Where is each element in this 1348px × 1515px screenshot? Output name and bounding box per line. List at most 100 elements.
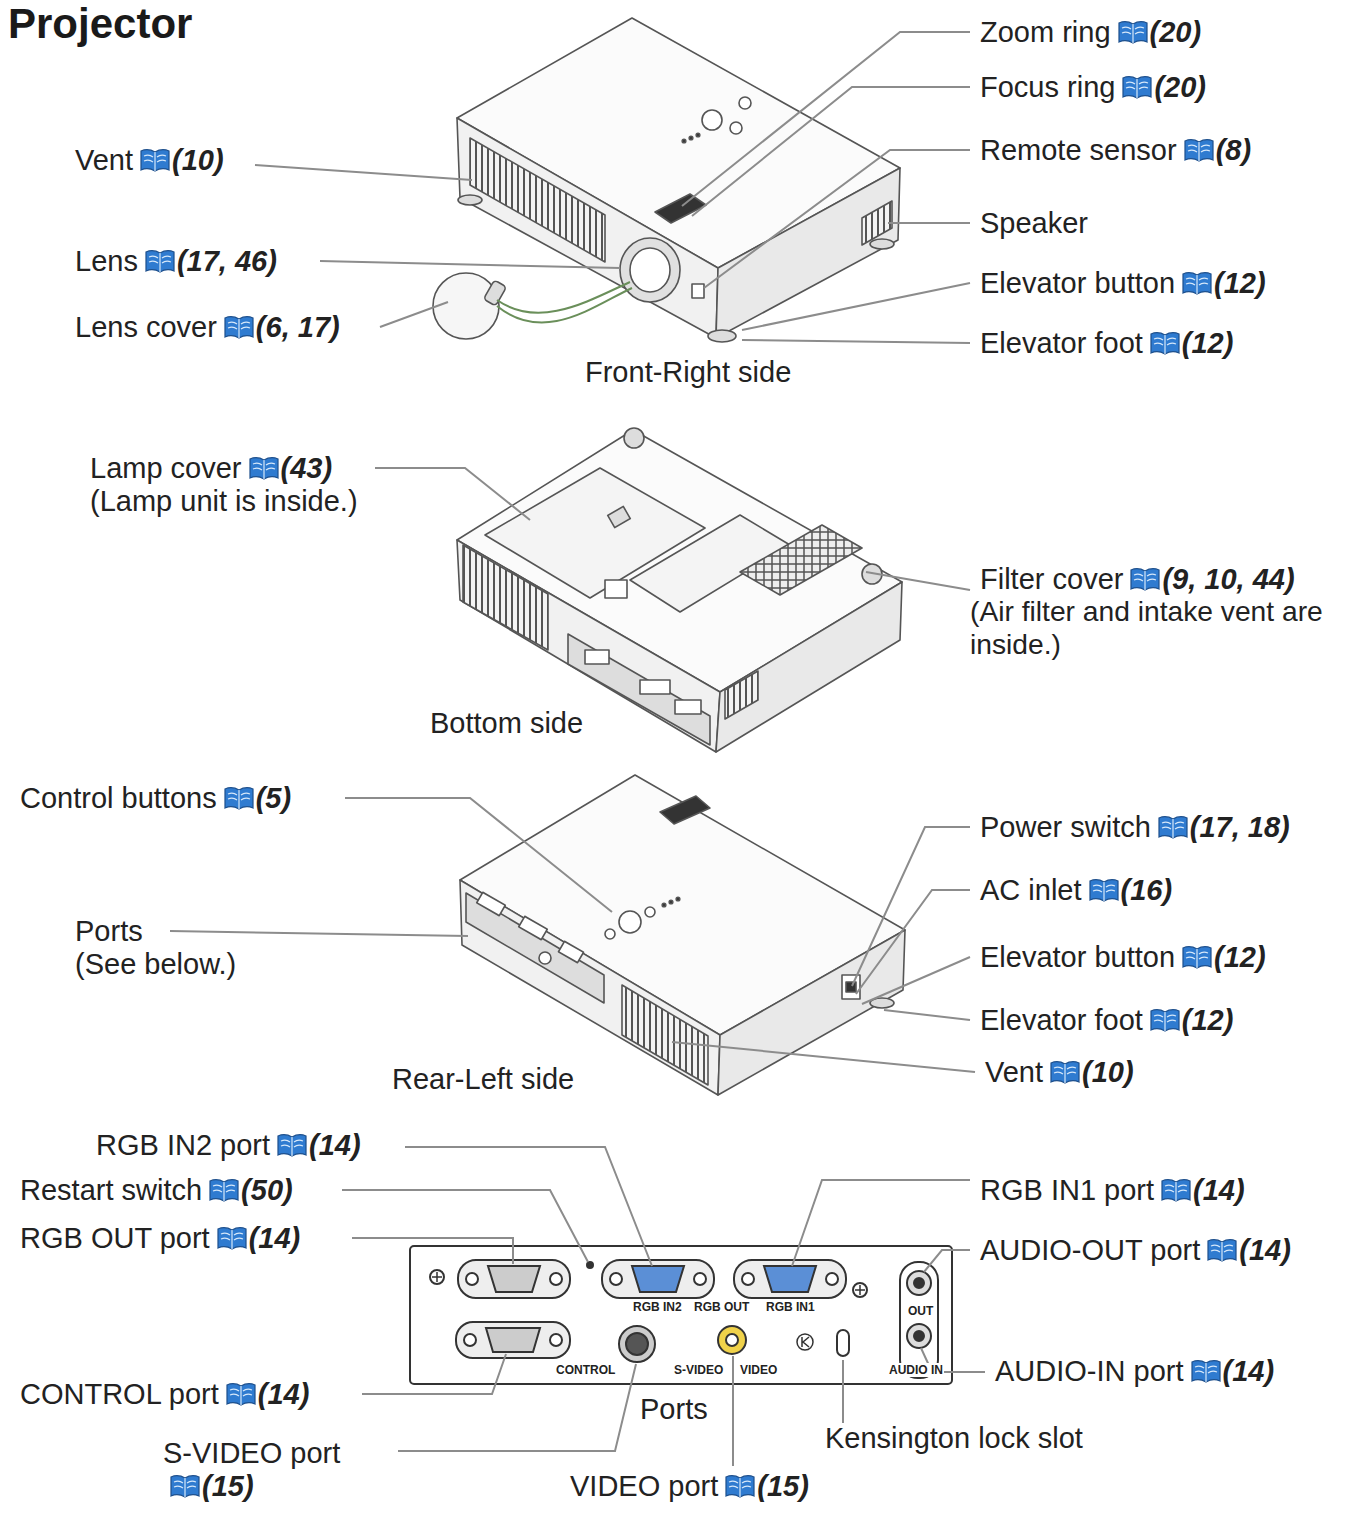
- part-name: CONTROL port: [20, 1377, 219, 1411]
- part-name: Rear-Left side: [392, 1062, 574, 1096]
- callout: Control buttons(5): [20, 781, 291, 815]
- page-reference: (20): [1150, 15, 1202, 49]
- part-name: AC inlet: [980, 873, 1082, 907]
- page-reference: (12): [1214, 266, 1266, 300]
- page-icon: [1161, 1178, 1191, 1202]
- port-label: S-VIDEO: [673, 1363, 724, 1377]
- callout: Restart switch (50): [20, 1173, 293, 1207]
- page-icon: [1184, 138, 1214, 162]
- port-name: CONTROL: [556, 1363, 615, 1377]
- port-name: RGB OUT: [694, 1300, 749, 1314]
- page-reference: (9, 10, 44): [1162, 562, 1294, 596]
- part-name: Lamp cover: [90, 451, 242, 485]
- part-name: Elevator button: [980, 940, 1175, 974]
- page-reference: (12): [1182, 1003, 1234, 1037]
- page-reference: (10): [172, 143, 224, 177]
- page-icon: [277, 1133, 307, 1157]
- page-icon: [1182, 945, 1212, 969]
- port-label: RGB IN1: [765, 1300, 816, 1314]
- page-reference: (14): [309, 1128, 361, 1162]
- callout: Bottom side: [430, 706, 583, 740]
- callout: Vent(10): [75, 143, 224, 177]
- page-icon: [209, 1178, 239, 1202]
- page-reference: (15): [757, 1469, 809, 1503]
- leader-lines: [170, 32, 985, 1466]
- part-name: Power switch: [980, 810, 1151, 844]
- port-name: RGB IN1: [766, 1300, 815, 1314]
- callout: Elevator button(12): [980, 940, 1266, 974]
- page-reference: (16): [1121, 873, 1173, 907]
- page-icon: [145, 249, 175, 273]
- page-reference: (14): [1223, 1354, 1275, 1388]
- diagram-title: Projector: [8, 0, 192, 48]
- callout: Front-Right side: [585, 355, 791, 389]
- part-name: AUDIO-OUT port: [980, 1233, 1200, 1267]
- callout: Vent(10): [985, 1055, 1134, 1089]
- page-reference: (12): [1182, 326, 1234, 360]
- port-name: RGB IN2: [633, 1300, 682, 1314]
- page-reference: (17, 46): [177, 244, 277, 278]
- callout: Ports: [640, 1392, 708, 1426]
- port-label: AUDIO IN: [888, 1363, 944, 1377]
- part-name: S-VIDEO port: [163, 1436, 340, 1470]
- page-reference: (6, 17): [256, 310, 340, 344]
- page-icon: [140, 148, 170, 172]
- port-name: OUT: [908, 1304, 933, 1318]
- part-name: Elevator button: [980, 266, 1175, 300]
- page-icon: [249, 456, 279, 480]
- part-name: Speaker: [980, 206, 1088, 240]
- bottom-view: [457, 428, 902, 752]
- callout: Rear-Left side: [392, 1062, 574, 1096]
- callout: CONTROL port (14): [20, 1377, 309, 1411]
- page-icon: [1118, 20, 1148, 44]
- callout: (15): [163, 1469, 254, 1503]
- callout: AC inlet (16): [980, 873, 1172, 907]
- front-right-view: [433, 18, 900, 342]
- part-name: Kensington lock slot: [825, 1421, 1083, 1455]
- page-icon: [1150, 331, 1180, 355]
- page-icon: [224, 315, 254, 339]
- callout: S-VIDEO port: [163, 1436, 340, 1470]
- part-name: VIDEO port: [570, 1469, 718, 1503]
- callout: Zoom ring(20): [980, 15, 1201, 49]
- part-name: Ports: [640, 1392, 708, 1426]
- page-icon: [1150, 1008, 1180, 1032]
- page-icon: [1207, 1238, 1237, 1262]
- callout: Lens(17, 46): [75, 244, 277, 278]
- part-name: Lens cover: [75, 310, 217, 344]
- part-name: (See below.): [75, 947, 236, 981]
- page-reference: (50): [241, 1173, 293, 1207]
- part-name: Restart switch: [20, 1173, 202, 1207]
- page-reference: (14): [249, 1221, 301, 1255]
- page-reference: (8): [1216, 133, 1251, 167]
- page-icon: [1158, 815, 1188, 839]
- callout: RGB IN1 port(14): [980, 1173, 1245, 1207]
- page-reference: (10): [1082, 1055, 1134, 1089]
- callout: Lens cover (6, 17): [75, 310, 340, 344]
- callout: Elevator foot (12): [980, 1003, 1233, 1037]
- page-icon: [170, 1474, 200, 1498]
- page-icon: [1191, 1359, 1221, 1383]
- part-name: (Air filter and intake vent are inside.): [970, 595, 1323, 660]
- page-icon: [224, 786, 254, 810]
- ports-panel: [410, 1246, 952, 1384]
- part-name: Elevator foot: [980, 1003, 1143, 1037]
- port-name: VIDEO: [740, 1363, 777, 1377]
- callout: AUDIO-OUT port(14): [980, 1233, 1291, 1267]
- part-name: Focus ring: [980, 70, 1115, 104]
- part-name: Filter cover: [980, 562, 1123, 596]
- part-name: AUDIO-IN port: [995, 1354, 1184, 1388]
- callout: (See below.): [75, 947, 236, 981]
- page-icon: [725, 1474, 755, 1498]
- page-reference: (14): [258, 1377, 310, 1411]
- part-name: RGB IN2 port: [96, 1128, 270, 1162]
- part-name: RGB OUT port: [20, 1221, 210, 1255]
- page-icon: [1130, 567, 1160, 591]
- part-name: (Lamp unit is inside.): [90, 484, 358, 518]
- page-icon: [1089, 878, 1119, 902]
- page-reference: (15): [202, 1469, 254, 1503]
- page-reference: (5): [256, 781, 291, 815]
- callout: RGB OUT port (14): [20, 1221, 300, 1255]
- page-reference: (20): [1154, 70, 1206, 104]
- page-reference: (43): [281, 451, 333, 485]
